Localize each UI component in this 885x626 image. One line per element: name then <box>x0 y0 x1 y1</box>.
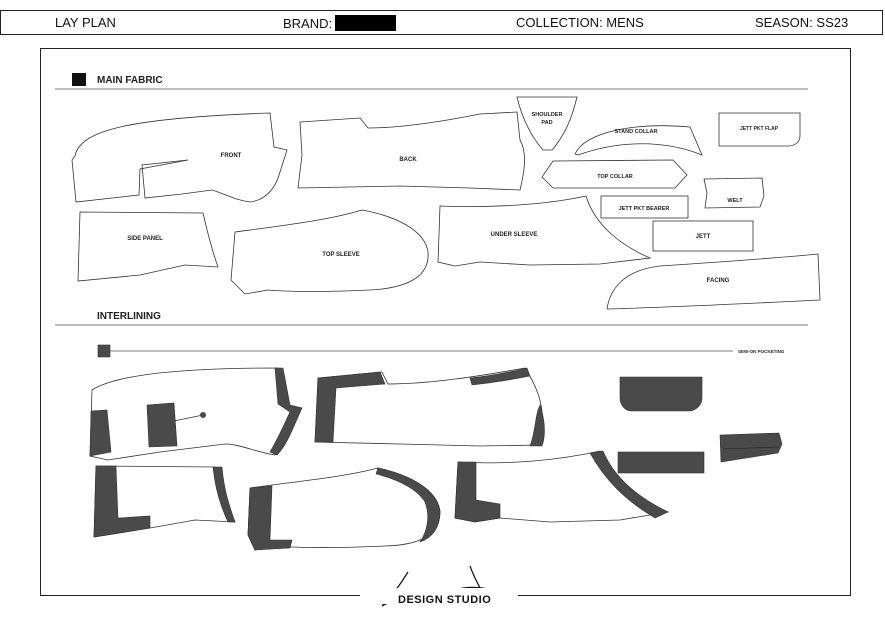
welt-label: WELT <box>727 198 743 204</box>
facing-label: FACING <box>707 278 730 284</box>
jett-pkt-bearer-label: JETT PKT BEARER <box>619 206 670 212</box>
collection-field: COLLECTION: MENS <box>516 15 644 30</box>
facing-piece <box>606 253 821 310</box>
design-studio-logo: DESIGN STUDIO <box>398 594 492 606</box>
interlining-under-fuse-right <box>589 450 669 519</box>
back-piece <box>297 111 525 191</box>
pocket-marker-dot <box>200 412 206 418</box>
interlining-sleeve-fuse-right <box>375 467 441 543</box>
jett-piece <box>652 220 754 252</box>
back-label: BACK <box>399 157 417 163</box>
interlining-welt-piece <box>719 432 783 463</box>
welt-fold-line <box>722 446 780 450</box>
interlining-front-piece <box>89 367 301 461</box>
sew-on-pocketing-label: SEW-ON POCKETING <box>738 349 785 354</box>
interlining-front-fuse-right <box>269 367 303 456</box>
jett-pkt-flap-label: JETT PKT FLAP <box>740 126 779 132</box>
top-sleeve-piece <box>230 209 429 295</box>
interlining-front-fuse-pocket <box>146 402 178 448</box>
side-panel-piece <box>77 211 219 282</box>
header-bar: LAY PLAN BRAND: COLLECTION: MENS SEASON:… <box>0 10 883 35</box>
jett-pkt-flap-piece <box>718 112 801 147</box>
brand-label: BRAND: <box>283 16 333 31</box>
shoulder-pad-piece <box>516 96 578 151</box>
pocketing-swatch <box>97 344 111 358</box>
jett-label: JETT <box>696 234 711 240</box>
season-field: SEASON: SS23 <box>755 15 849 30</box>
interlining-under-fuse-left <box>454 461 501 523</box>
interlining-side-fuse-left <box>93 465 151 538</box>
logo-gap <box>360 588 518 604</box>
stand-collar-piece <box>574 125 703 156</box>
under-sleeve-piece <box>437 195 652 267</box>
interlining-back-fuse-top <box>469 367 531 386</box>
shoulder-pad-label-2: PAD <box>541 120 552 126</box>
lay-plan-title: LAY PLAN <box>55 15 116 30</box>
jett-pkt-bearer-piece <box>600 195 689 219</box>
brand-redaction <box>335 15 397 31</box>
interlining-back-fuse-right <box>529 404 545 447</box>
interlining-flap-piece <box>619 376 703 412</box>
top-collar-piece <box>541 159 688 189</box>
interlining-bearer-piece <box>617 451 705 474</box>
interlining-front-fuse-left <box>89 409 112 457</box>
top-collar-label: TOP COLLAR <box>597 174 633 180</box>
under-sleeve-label: UNDER SLEEVE <box>491 232 538 238</box>
interlining-side-fuse-right <box>212 466 236 523</box>
side-panel-label: SIDE PANEL <box>127 236 163 242</box>
main-fabric-swatch <box>72 73 86 86</box>
top-sleeve-label: TOP SLEEVE <box>322 252 359 258</box>
stand-collar-label: STAND COLLAR <box>615 129 658 135</box>
pocket-marker-line <box>173 414 204 422</box>
welt-piece <box>703 177 765 209</box>
interlining-back-fuse-left <box>314 371 386 443</box>
front-label: FRONT <box>221 153 242 159</box>
front-piece <box>71 112 288 203</box>
interlining-title: INTERLINING <box>97 311 161 322</box>
shoulder-pad-label-1: SHOULDER <box>532 112 563 118</box>
interlining-sleeve-fuse-left <box>247 485 293 551</box>
main-fabric-title: MAIN FABRIC <box>97 75 163 86</box>
brand-field: BRAND: <box>283 15 397 31</box>
